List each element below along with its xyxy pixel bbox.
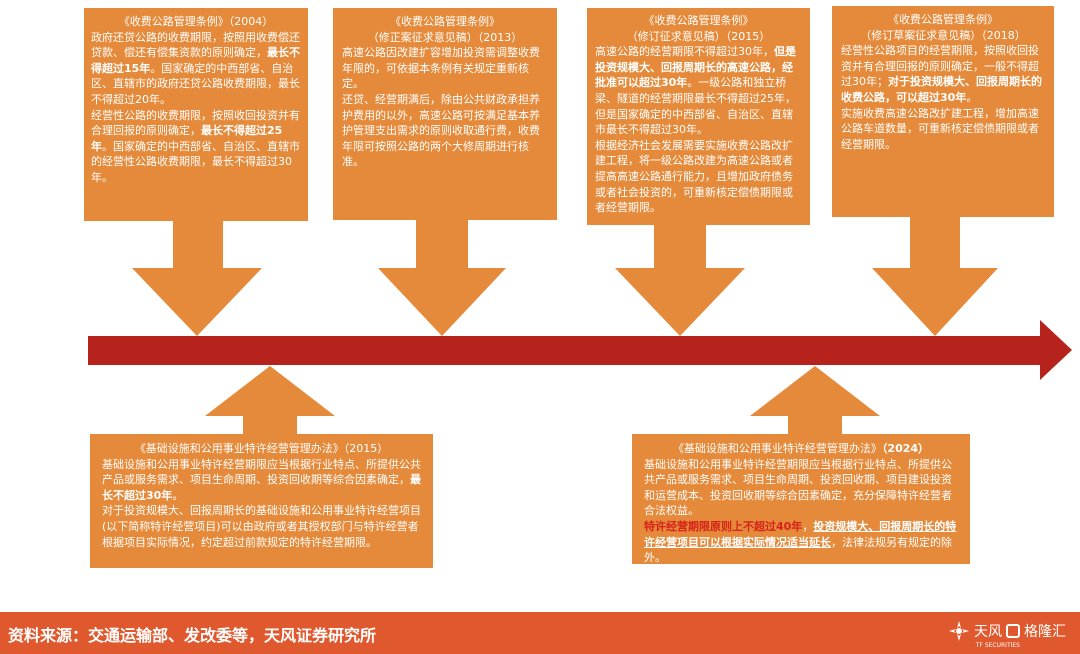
box-text: 。一级公路和独立桥梁、隧道的经营期限最长不得超过25年，但是国家确定的中西部省、…	[595, 76, 796, 137]
box-text: ，法律法规另有规定的除外。	[644, 535, 952, 565]
down-arrow-2004	[132, 214, 262, 336]
logo-text: 天风	[974, 624, 1002, 640]
box-text: 。国家确定的中西部省、自治区、直辖市的经营性公路收费期限，最长不得超过30年。	[91, 139, 300, 184]
box-highlight-red: 特许经营期限原则上不超过40年	[644, 519, 803, 533]
up-arrow-2015	[205, 366, 335, 436]
logo-subtext: TF SECURITIES	[975, 642, 1020, 649]
watermark-text: 格隆汇	[1024, 624, 1066, 640]
box-text: 对于投资规模大、回报周期长的基础设施和公用事业特许经营项目(以下简称特许经营项目…	[102, 504, 421, 549]
box-text: ，	[802, 519, 814, 533]
box-text: 高速公路因改建扩容增加投资需调整收费年限的，可依据本条例有关规定重新核定。	[342, 46, 540, 91]
down-arrow-2013	[378, 218, 506, 336]
box-regulation-2004: 《收费公路管理条例》（2004） 政府还贷公路的收费期限，按照用收费偿还贷款、偿…	[84, 8, 308, 221]
up-arrow-2024	[750, 366, 880, 436]
box-text: 实施收费高速公路改扩建工程，增加高速公路车道数量，可重新核定偿债期限或者经营期限…	[841, 106, 1039, 151]
brand-logo: 天风 格隆汇	[948, 620, 1066, 642]
box-measures-2015: 《基础设施和公用事业特许经营管理办法》（2015） 基础设施和公用事业特许经营期…	[90, 434, 433, 568]
box-text: 根据经济社会发展需要实施收费公路改扩建工程，将一级公路改建为高速公路或者提高高速…	[595, 138, 793, 215]
box-text: 基础设施和公用事业特许经营期限应当根据行业特点、所提供公共产品或服务需求、项目生…	[102, 457, 421, 487]
timeline-arrow	[88, 320, 1072, 380]
box-subtitle: （修正案征求意见稿）（2013）	[367, 30, 523, 44]
box-regulation-2013: 《收费公路管理条例》 （修正案征求意见稿）（2013） 高速公路因改建扩容增加投…	[333, 8, 557, 220]
box-subtitle: （修订草案征求意见稿）（2018）	[860, 28, 1026, 42]
box-text: 。	[172, 488, 184, 502]
box-highlight-underline: 投资规模大、回报周期长的特许经营项目可以根据实际情况适当延长	[644, 519, 957, 549]
down-arrow-2018	[872, 214, 998, 336]
box-title-year: （2024）	[881, 442, 930, 455]
down-arrow-2015	[615, 218, 745, 336]
box-text: 基础设施和公用事业特许经营期限应当根据行业特点、所提供公共产品或服务需求、项目生…	[644, 457, 952, 518]
box-highlight: 对于投资规模大、回报周期长的收费公路，可以超过30年	[841, 75, 1042, 104]
box-highlight: 最长不得超过15年	[91, 46, 300, 75]
box-text: 经营性公路的收费期限，按照收回投资并有合理回报的原则确定，	[91, 108, 300, 138]
box-text: 高速公路的经营期限不得超过30年，	[595, 45, 774, 59]
box-regulation-2018: 《收费公路管理条例》 （修订草案征求意见稿）（2018） 经营性公路项目的经营期…	[832, 6, 1054, 217]
box-text: 经营性公路项目的经营期限，按照收回投资并有合理回报的原则确定，一般不得超过30年…	[841, 44, 1039, 89]
box-highlight: 最长不超过30年	[102, 473, 421, 502]
box-regulation-2015: 《收费公路管理条例》 （修订征求意见稿）（2015） 高速公路的经营期限不得超过…	[587, 8, 810, 225]
footer-bar: 资料来源：交通运输部、发改委等，天风证券研究所 天风 格隆汇 TF SECURI…	[0, 612, 1080, 654]
box-title: 《基础设施和公用事业特许经营管理办法》（2015）	[134, 442, 389, 455]
box-title: 《收费公路管理条例》	[643, 14, 754, 27]
box-title: 《收费公路管理条例》	[888, 13, 998, 26]
box-subtitle: （修订征求意见稿）（2015）	[626, 29, 771, 43]
box-text: 。	[966, 90, 978, 104]
box-title: 《基础设施和公用事业特许经营管理办法》	[672, 442, 882, 455]
watermark-icon	[1006, 624, 1020, 638]
box-highlight: 但是投资规模大、回报周期长的高速公路，经批准可以超过30年	[595, 45, 796, 90]
box-text: 还贷、经营期满后，除由公共财政承担养护费用的以外，高速公路可按满足基本养护管理支…	[342, 92, 540, 169]
box-measures-2024: 《基础设施和公用事业特许经营管理办法》（2024） 基础设施和公用事业特许经营期…	[632, 434, 970, 564]
box-highlight: 最长不得超过25年	[91, 124, 283, 153]
box-title: 《收费公路管理条例》	[390, 15, 500, 28]
source-note: 资料来源：交通运输部、发改委等，天风证券研究所	[8, 626, 377, 645]
box-text: 。国家确定的中西部省、自治区、直辖市的政府还贷公路收费期限，最长不得超过20年。	[91, 61, 300, 106]
box-text: 政府还贷公路的收费期限，按照用收费偿还贷款、偿还有偿集资款的原则确定，	[91, 30, 300, 60]
box-title: 《收费公路管理条例》（2004）	[118, 15, 274, 28]
logo-icon	[949, 621, 969, 641]
